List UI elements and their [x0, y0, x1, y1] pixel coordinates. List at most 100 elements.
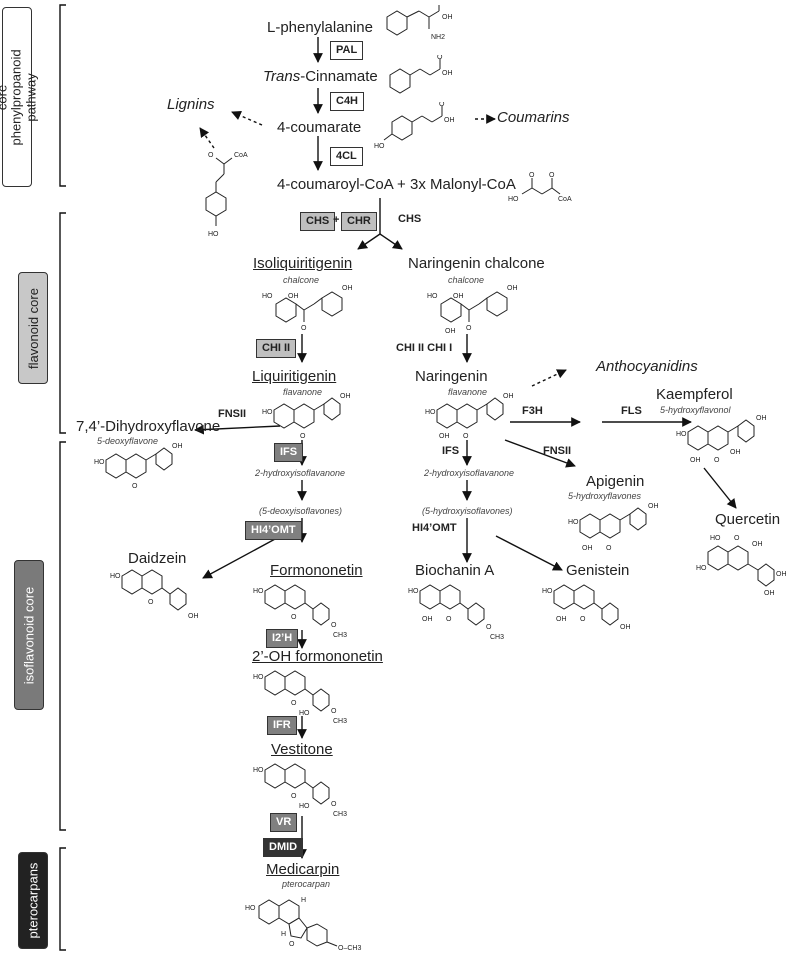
compound-naringenin: Naringenin [415, 368, 488, 385]
svg-text:CH3: CH3 [333, 811, 347, 818]
compound-isoliquiritigenin: Isoliquiritigenin [253, 255, 353, 272]
arrow-genistein [495, 535, 563, 571]
arrow-kaempferol-quercetin [703, 467, 737, 509]
compound-quercetin: Quercetin [715, 511, 781, 528]
svg-text:OH: OH [439, 433, 450, 440]
svg-text:HO: HO [262, 409, 273, 416]
svg-text:OH: OH [556, 616, 567, 623]
svg-text:HO: HO [696, 565, 707, 572]
svg-text:HO: HO [425, 409, 436, 416]
compound-formononetin: Formononetin [270, 562, 363, 579]
svg-text:OH: OH [422, 616, 433, 623]
svg-text:OH: OH [776, 571, 787, 578]
bracket-flavonoid [59, 212, 66, 434]
svg-text:OH: OH [442, 70, 453, 77]
arrow-coa-lignin [199, 127, 215, 149]
enzyme-plus: + [333, 214, 340, 226]
label-hydroxyisoflavanone-right: 2-hydroxyisoflavanone [424, 468, 515, 478]
svg-text:O: O [549, 172, 555, 179]
svg-text:HO: HO [262, 293, 273, 300]
svg-text:OH: OH [442, 14, 453, 21]
structure-malonyl-coa: HO O O CoA [508, 172, 572, 203]
svg-text:HO: HO [427, 293, 438, 300]
label-chalcone-right: chalcone [448, 275, 485, 285]
enzyme-dmid: DMID [263, 838, 304, 857]
svg-text:OH: OH [288, 293, 299, 300]
svg-text:OH: OH [172, 443, 183, 450]
enzyme-fnsii-a: FNSII [218, 408, 247, 420]
svg-text:OH: OH [620, 624, 631, 631]
svg-text:HO: HO [299, 710, 310, 717]
structure-cinnamate: OH O [389, 55, 453, 94]
enzyme-f3h: F3H [522, 405, 543, 417]
arrow-fnsii-b [504, 439, 576, 468]
compound-kaempferol: Kaempferol [656, 386, 733, 403]
compound-liquiritigenin: Liquiritigenin [252, 368, 337, 385]
svg-text:O: O [331, 622, 337, 629]
svg-text:O: O [132, 483, 138, 490]
compound-coumarate: 4-coumarate [277, 119, 362, 136]
arrow-chs-right [379, 233, 403, 250]
svg-text:OH: OH [730, 449, 741, 456]
enzyme-ifr: IFR [267, 716, 297, 735]
svg-text:HO: HO [208, 231, 219, 238]
structure-formononetin: HO O O CH3 [253, 584, 347, 639]
svg-text:O: O [437, 55, 443, 61]
compound-phenylalanine: L-phenylalanine [267, 19, 373, 36]
bracket-core [59, 4, 66, 187]
label-flavanone-left: flavanone [283, 387, 323, 397]
compound-coumarins: Coumarins [497, 109, 570, 126]
compound-medicarpin: Medicarpin [266, 861, 340, 878]
label-pterocarpan: pterocarpan [282, 879, 331, 889]
svg-text:OH: OH [340, 393, 351, 400]
svg-text:HO: HO [408, 588, 419, 595]
svg-text:OH: OH [648, 503, 659, 510]
svg-text:HO: HO [94, 459, 105, 466]
compound-dihydroxyflavone: 7,4’-Dihydroxyflavone [76, 418, 221, 435]
structure-naringenin-chalcone: HO OH OH O OH [427, 285, 518, 335]
svg-text:OH: OH [188, 613, 199, 620]
svg-text:CoA: CoA [234, 152, 248, 159]
svg-text:OH: OH [690, 457, 701, 464]
compound-genistein: Genistein [566, 562, 630, 579]
svg-text:O: O [734, 535, 740, 542]
compound-daidzein: Daidzein [128, 550, 187, 567]
svg-text:O: O [580, 616, 586, 623]
structure-naringenin: HO OH O OH [425, 393, 514, 440]
structure-dihydroxyflavone: HO O OH [94, 443, 183, 490]
structure-medicarpin: HO H H O O–CH3 [245, 897, 361, 952]
enzyme-4cl: 4CL [330, 147, 363, 166]
svg-text:HO: HO [299, 803, 310, 810]
svg-text:O: O [208, 152, 214, 159]
svg-text:HO: HO [245, 905, 256, 912]
svg-text:OH: OH [342, 285, 353, 292]
svg-text:OH: OH [752, 541, 763, 548]
arrow-fnsii-a [194, 424, 281, 435]
svg-text:CH3: CH3 [333, 718, 347, 725]
label-flavanone-right: flavanone [448, 387, 488, 397]
label-hydroxyflavones: 5-hydroxyflavones [568, 491, 642, 501]
svg-text:HO: HO [542, 588, 553, 595]
svg-text:O: O [529, 172, 535, 179]
svg-text:NH2: NH2 [431, 34, 445, 41]
label-deoxyflavone: 5-deoxyflavone [97, 436, 159, 446]
compound-anthocyanidins: Anthocyanidins [596, 358, 698, 375]
enzyme-chs: CHS [398, 213, 422, 225]
svg-text:O: O [291, 793, 297, 800]
svg-text:HO: HO [568, 519, 579, 526]
enzyme-hi4omt-box: HI4’OMT [245, 521, 302, 540]
svg-text:OH: OH [764, 590, 775, 596]
compound-naringenin-chalcone: Naringenin chalcone [408, 255, 545, 272]
structure-isoliquiritigenin: HO OH O OH [262, 285, 353, 332]
bracket-isoflavonoid [59, 441, 66, 831]
structure-daidzein: HO O OH [110, 569, 199, 620]
svg-text:OH: OH [582, 545, 593, 552]
enzyme-i2h: I2’H [266, 629, 299, 648]
structure-oh-formononetin: HO O HO O CH3 [253, 670, 347, 725]
arrow-anthocyanidins [531, 369, 567, 387]
enzyme-ifs-box: IFS [274, 443, 304, 462]
svg-text:O: O [486, 624, 492, 631]
svg-text:O: O [148, 599, 154, 606]
arrow-chs-left [357, 233, 381, 250]
structure-coumarate: OH O HO [374, 102, 455, 150]
